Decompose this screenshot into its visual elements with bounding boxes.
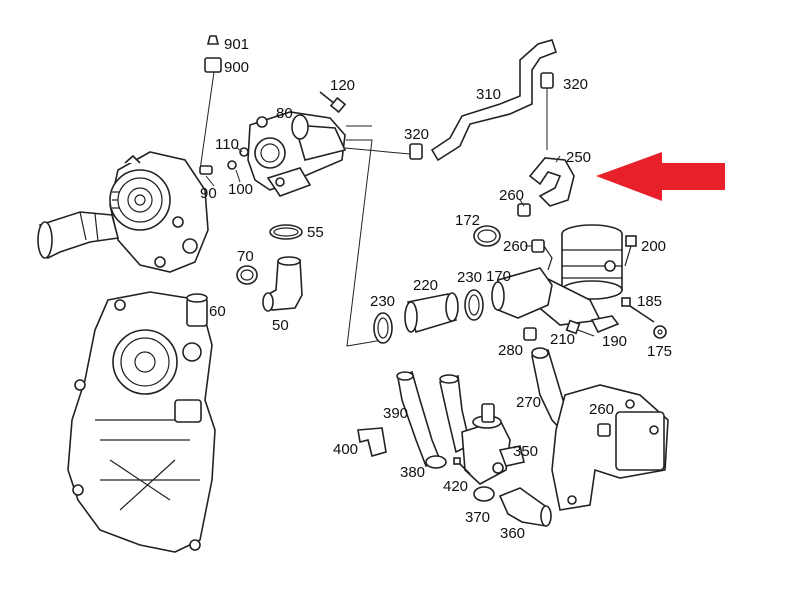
ring-172: [473, 225, 501, 247]
clamp-320-upper: [540, 72, 554, 89]
label-390: 390: [383, 405, 408, 422]
clamp-320-middle: [409, 143, 423, 160]
label-50: 50: [272, 317, 289, 334]
label-175: 175: [647, 343, 672, 360]
label-420: 420: [443, 478, 468, 495]
label-230-left: 230: [370, 293, 395, 310]
label-120: 120: [330, 77, 355, 94]
label-100: 100: [228, 181, 253, 198]
bolt-120: [319, 91, 347, 114]
hose-310: [430, 39, 558, 162]
nut-175: [653, 325, 667, 339]
bolt-210: [565, 319, 595, 337]
hose-360: [498, 487, 552, 527]
label-280: 280: [498, 342, 523, 359]
cooler-assembly: [551, 384, 669, 511]
label-350: 350: [513, 443, 538, 460]
hose-250: [528, 157, 575, 207]
pipe-190: [590, 315, 620, 334]
label-90: 90: [200, 185, 217, 202]
frame-lines: [344, 125, 411, 347]
label-270: 270: [516, 394, 541, 411]
water-pump-inlet-pipe: [37, 211, 120, 260]
label-190: 190: [602, 333, 627, 350]
bolt-200: [624, 235, 637, 267]
label-110: 110: [215, 136, 239, 153]
label-210: 210: [550, 331, 575, 348]
aux-pump-body: [529, 224, 623, 326]
bolt-420: [453, 457, 471, 475]
clamp-230-left: [373, 312, 393, 344]
clip-400: [357, 427, 387, 457]
label-70: 70: [237, 248, 254, 265]
label-80: 80: [276, 105, 293, 122]
clamp-55: [269, 224, 303, 240]
timing-cover: [67, 291, 216, 553]
label-260-a: 260: [499, 187, 524, 204]
connector-170: [491, 267, 553, 319]
bolt-185: [621, 297, 655, 323]
label-200: 200: [641, 238, 666, 255]
valve-350: [461, 403, 525, 485]
clamp-370: [473, 486, 495, 502]
label-260-c: 260: [589, 401, 614, 418]
label-900: 900: [224, 59, 249, 76]
hose-220: [404, 292, 459, 334]
clip-280: [523, 327, 537, 341]
label-380: 380: [400, 464, 425, 481]
label-185: 185: [637, 293, 662, 310]
clamp-70: [236, 265, 258, 285]
label-310: 310: [476, 86, 501, 103]
label-260-b: 260: [503, 238, 528, 255]
red-pointer-arrow: [596, 152, 725, 201]
label-320-top: 320: [563, 76, 588, 93]
sensor-900-901: [199, 35, 222, 171]
label-230-right: 230: [457, 269, 482, 286]
label-170: 170: [486, 268, 511, 285]
clamp-380: [425, 455, 447, 469]
label-55: 55: [307, 224, 324, 241]
clamp-230-right: [464, 289, 484, 321]
label-360: 360: [500, 525, 525, 542]
label-901: 901: [224, 36, 249, 53]
water-pump: [109, 151, 209, 273]
part-labels: 901 900 120 80 110 90 100 55 70 50 60 31…: [200, 36, 672, 542]
label-370: 370: [465, 509, 490, 526]
label-400: 400: [333, 441, 358, 458]
label-320-mid: 320: [404, 126, 429, 143]
clamps-260: [517, 203, 553, 271]
hose-50: [262, 256, 303, 312]
label-220: 220: [413, 277, 438, 294]
label-60: 60: [209, 303, 226, 320]
label-250: 250: [566, 149, 591, 166]
small-parts-90-100-110: [199, 147, 249, 175]
pipe-60: [186, 293, 208, 327]
leader-ticks: [205, 146, 561, 247]
label-172: 172: [455, 212, 480, 229]
thermostat-housing: [247, 111, 347, 197]
